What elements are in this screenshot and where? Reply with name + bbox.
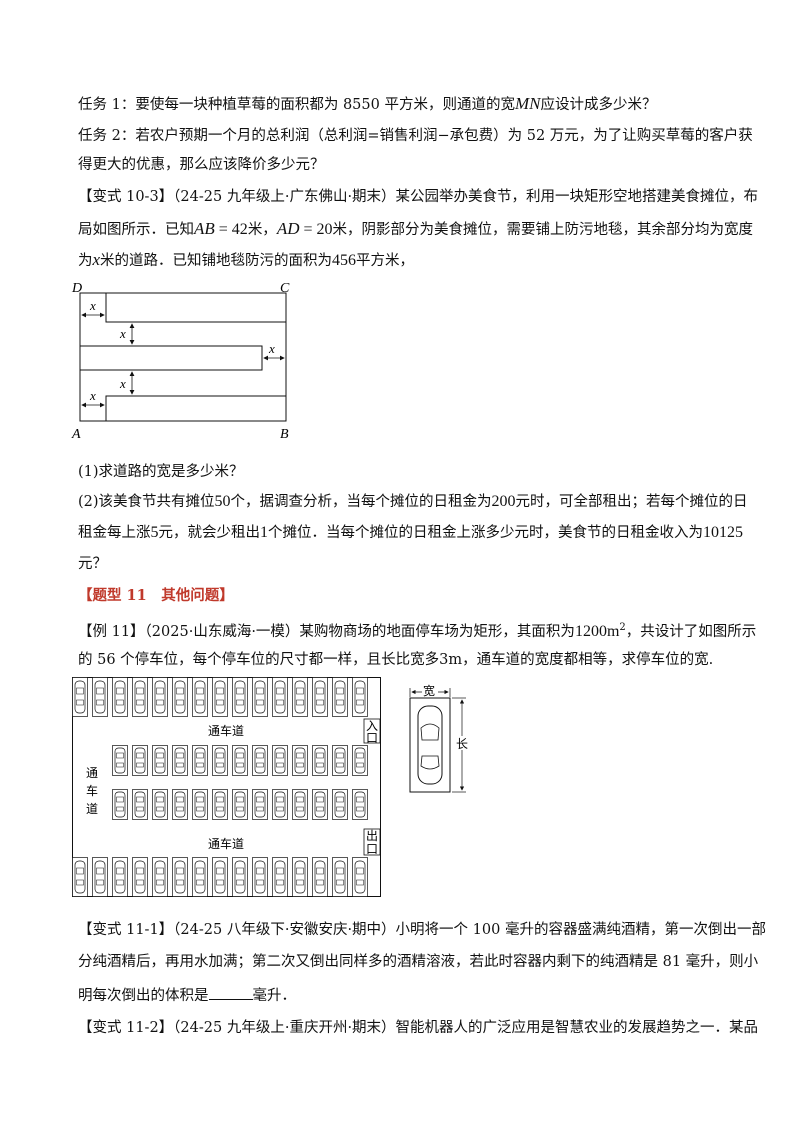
parking-space-figure: 宽 长	[409, 684, 469, 793]
vertex-a: A	[71, 427, 81, 442]
label-x: x	[268, 341, 275, 356]
exit-label: 出	[366, 829, 378, 843]
road-label-vertical: 道	[86, 802, 98, 816]
task1-line: 任务 1：要使每一块种植草莓的面积都为 8550 平方米，则通道的宽MN应设计成…	[78, 94, 657, 113]
label-x: x	[119, 326, 126, 341]
exit-label: 口	[366, 842, 378, 856]
task2-line-2: 得更大的优惠，那么应该降价多少元？	[78, 157, 325, 173]
road-label-bottom: 通车道	[208, 836, 244, 851]
width-label: 宽	[423, 684, 435, 698]
vertex-b: B	[280, 427, 289, 442]
topic-11-heading: 【题型 11 其他问题】	[78, 587, 234, 604]
bottom-parking-row	[72, 857, 368, 897]
middle-parking-block	[112, 745, 368, 820]
road-label-top: 通车道	[208, 723, 244, 738]
label-x: x	[89, 388, 96, 403]
food-stall-figure: x x x x x D C A B	[71, 281, 290, 442]
parking-lot-figure: 入 口 出 口 通车道 通车道 通 车 道	[72, 677, 381, 897]
example-11-line-2: 的 56 个停车位，每个停车位的尺寸都一样，且长比宽多3m，通车道的宽度都相等，…	[78, 652, 714, 668]
entrance-label: 口	[366, 731, 378, 745]
road-label-vertical: 通	[86, 766, 98, 780]
entrance-label: 入	[366, 719, 378, 733]
vertex-d: D	[71, 281, 82, 296]
question-2-line-3: 元？	[78, 556, 107, 572]
task2-line-1: 任务 2：若农户预期一个月的总利润（总利润=销售利润−承包费）为 52 万元，为…	[78, 128, 753, 144]
label-x: x	[119, 376, 126, 391]
example-11-line-1: 【例 11】（2025·山东威海·一模）某购物商场的地面停车场为矩形，其面积为1…	[78, 622, 757, 640]
answer-blank[interactable]	[208, 985, 253, 1000]
math-mn: MN	[514, 94, 541, 113]
variant-11-1-line-2: 分纯酒精后，再用水加满；第二次又倒出同样多的酒精溶液，若此时容器内剩下的纯酒精是…	[78, 954, 759, 970]
variant-11-1-line-1: 【变式 11-1】（24-25 八年级下·安徽安庆·期中）小明将一个 100 毫…	[78, 922, 766, 938]
variant-10-3-header: 【变式 10-3】（24-25 九年级上·广东佛山·期末）某公园举办美食节，利用…	[78, 189, 759, 205]
question-2-line-2: 租金每上涨5元，就会少租出1个摊位．当每个摊位的日租金上涨多少元时，美食节的日租…	[78, 524, 743, 541]
variant-10-3-line-2: 局如图所示．已知AB = 42米，AD = 20米，阴影部分为美食摊位，需要铺上…	[78, 219, 754, 238]
label-x: x	[89, 298, 96, 313]
road-label-vertical: 车	[86, 783, 98, 798]
top-parking-row	[72, 677, 368, 717]
variant-11-2-line-1: 【变式 11-2】（24-25 九年级上·重庆开州·期末）智能机器人的广泛应用是…	[78, 1020, 759, 1036]
variant-11-1-line-3: 明每次倒出的体积是毫升．	[78, 985, 296, 1006]
vertex-c: C	[280, 281, 290, 296]
variant-10-3-line-3: 为x米的道路．已知铺地毯防污的面积为456平方米，	[78, 250, 415, 269]
question-1: (1)求道路的宽是多少米？	[78, 464, 244, 480]
question-2-line-1: (2)该美食节共有摊位50个，据调查分析，当每个摊位的日租金为200元时，可全部…	[78, 493, 748, 510]
length-label: 长	[456, 737, 468, 751]
